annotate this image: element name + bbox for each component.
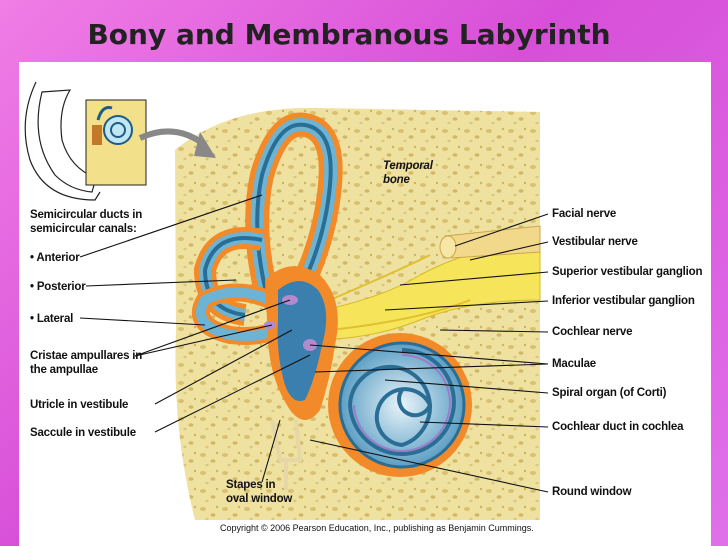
label-superior-vestibular-ganglion: Superior vestibular ganglion (552, 266, 703, 278)
stapes-icon (270, 419, 303, 490)
label-anterior: • Anterior (30, 252, 80, 264)
label-saccule: Saccule in vestibule (30, 427, 136, 439)
slide-title: Bony and Membranous Labyrinth (87, 18, 611, 51)
label-round-window: Round window (552, 486, 632, 498)
label-spiral-organ: Spiral organ (of Corti) (552, 387, 667, 399)
label-utricle: Utricle in vestibule (30, 399, 129, 411)
label-vestibular-nerve: Vestibular nerve (552, 236, 638, 248)
vestibule (264, 266, 338, 420)
label-inferior-vestibular-ganglion: Inferior vestibular ganglion (552, 295, 695, 307)
label-cristae-ampullares: Cristae ampullares in the ampullae (30, 350, 143, 376)
copyright-notice: Copyright © 2006 Pearson Education, Inc.… (220, 523, 534, 533)
label-maculae: Maculae (552, 358, 596, 370)
label-lateral: • Lateral (30, 313, 74, 325)
ear-inset-icon (24, 81, 147, 201)
nerve-bundle (299, 225, 541, 341)
semicircular-canals (191, 112, 343, 345)
label-posterior: • Posterior (30, 281, 86, 293)
pointer-arrow-icon (138, 128, 216, 158)
label-stapes: Stapes in oval window (226, 479, 293, 505)
label-cochlear-nerve: Cochlear nerve (552, 326, 633, 338)
label-cochlear-duct: Cochlear duct in cochlea (552, 421, 684, 433)
cochlea (328, 333, 472, 477)
label-semicircular-ducts: Semicircular ducts in semicircular canal… (30, 209, 143, 235)
label-facial-nerve: Facial nerve (552, 208, 617, 220)
label-temporal-bone: Temporal bone (383, 160, 433, 186)
leader-lines (79, 194, 549, 493)
